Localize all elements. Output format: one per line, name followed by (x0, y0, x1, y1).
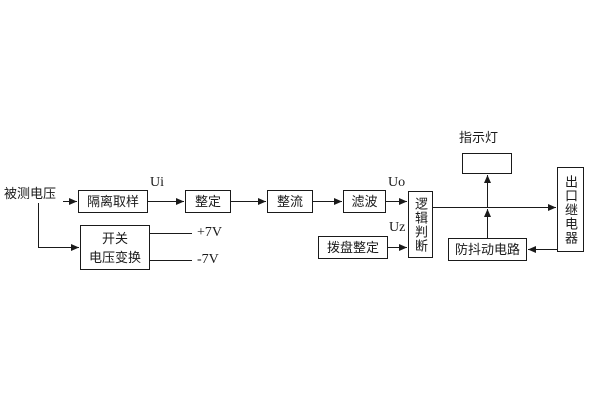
source-voltage-label: 被测电压 (4, 186, 57, 201)
signal-label-ui: Ui (150, 175, 164, 190)
indicator-light-box (462, 153, 512, 174)
signal-label-minus7v: -7V (197, 252, 219, 267)
setting-block: 整定 (185, 190, 231, 213)
indicator-light-label: 指示灯 (459, 130, 499, 145)
dial-setting-block: 拨盘整定 (318, 236, 388, 259)
switch-voltage-converter-block: 开关 电压变换 (80, 225, 150, 270)
rectifier-block: 整流 (267, 190, 313, 213)
output-relay-block: 出口继电器 (557, 167, 584, 252)
signal-label-uo: Uo (388, 175, 406, 190)
anti-jitter-circuit-block: 防抖动电路 (448, 238, 527, 261)
signal-label-plus7v: +7V (197, 225, 223, 240)
filter-block: 滤波 (343, 190, 386, 213)
signal-label-uz: Uz (389, 220, 406, 235)
switch-converter-line1: 开关 (101, 230, 128, 246)
logic-judgment-block: 逻辑判断 (408, 191, 433, 258)
isolation-sampling-block: 隔离取样 (78, 190, 148, 213)
switch-converter-line2: 电压变换 (88, 249, 141, 265)
